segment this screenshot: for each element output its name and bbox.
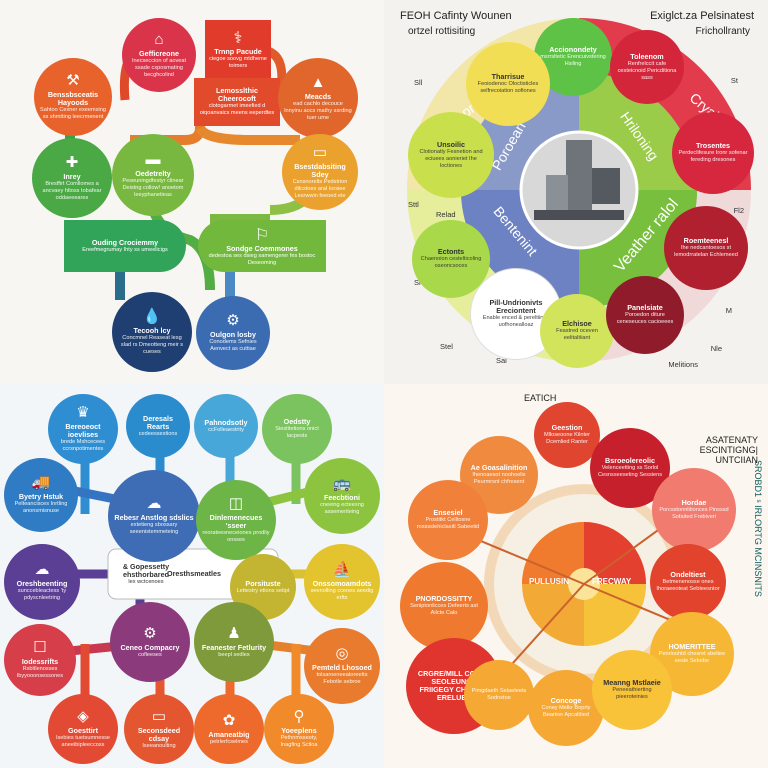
flow-node-12: ⚙ Oulgon losby Conodems Sefnies Aenvect …: [196, 296, 270, 370]
sun-node-1: Geestion Mlloseoone Kilnter Dcemlied Ran…: [534, 402, 600, 468]
wheel-node-3: Tharrisue Feoiodenoc Oloctisticles selfr…: [466, 42, 550, 126]
mountain-icon: ▲: [310, 73, 326, 91]
flow-node-2: ⚒ Benssbsceatis Hayoods Sahtoo Cexner ex…: [34, 58, 112, 136]
sun-node-3: Bsroeolereolic Velenceetting ss Sorlol C…: [590, 428, 670, 508]
flow-node-8: ▭ Bsestdabsiting Sdey Csnsnorelts Pedstr…: [282, 134, 358, 210]
wheel-node-9: Elchisoe Feastred oceven eelitaltiiant: [540, 294, 614, 368]
flow-node-11: 💧 Tecooh lcy Concmnel Reaseat lesg slad …: [112, 292, 192, 372]
flower-icon: ✿: [222, 711, 236, 729]
boat-icon: ⛵: [332, 561, 352, 578]
net-center-left: & Gopessetty ehsthorbared lex wctcenoes: [122, 561, 170, 585]
wheel-panel: FEOH Cafinty Wounen ortzel rottisiting E…: [384, 0, 768, 384]
net-node-4: Oedstty Siestitetions onict lacpests: [262, 394, 332, 464]
sun-node-12: Meanng Mstlaeie Peneeathierting pieerote…: [592, 650, 672, 730]
sun-node-11: Concoge Coney Melkr Boprty Beartrer Apca…: [528, 670, 604, 746]
wheel-node-4: Unsoilic Clotionatly Fesnetion and eciue…: [408, 112, 494, 198]
person-icon: ⚕: [233, 30, 243, 47]
net-node-14: ☐ Iodessrifts Rsbltlenosses lbyyooonsess…: [4, 624, 76, 696]
sun-node-4: Ensesiel Prostitkt Celltosne rosssslehic…: [408, 480, 488, 560]
truck-icon: 🚚: [31, 474, 51, 491]
people-icon: ♟: [227, 624, 241, 642]
net-node-6: ☁ Rebesr Anstlog sdslics extetieng sboss…: [108, 470, 200, 562]
sunburst-graphic: [463, 484, 705, 685]
sunburst-panel: EATICH ASATENATY ESCINTIGNG| UNTCIIAN SR…: [384, 384, 768, 768]
sun-node-6: PNORDOSSITTY Seniptonlicces Defeerts ast…: [400, 562, 488, 650]
flowchart-panel: ⌂ Gefficreone Inecseccion of aoveat ssad…: [0, 0, 384, 384]
net-node-8: 🚌 Feecbtioni cneeing ecteesng assemerite…: [304, 458, 380, 534]
cloud-icon: ☁: [146, 495, 162, 512]
wheel-node-5: Trosentes Perdeclifesure Ironr sofenar f…: [672, 112, 754, 194]
flow-node-4: Lemosslthic Cheerocoft clotogarmet imeef…: [194, 78, 280, 126]
net-center: Oresthsmeatles: [167, 569, 221, 578]
net-node-13: ⛵ Onssomoamdots seenolling ccenes aeedig…: [304, 544, 380, 620]
flow-node-9: Ouding Crociemmy Ereefmegrumay Ihty ss u…: [64, 220, 186, 272]
net-node-16: ♟ Feanester Fetlurity beepl sedles: [194, 602, 274, 682]
wheel-node-10: Panelsiate Poroedon diture ceneseuces ca…: [606, 276, 684, 354]
leaf-icon: ✚: [65, 153, 79, 171]
gear-icon: ⚙: [143, 624, 157, 642]
net-node-15: ⚙ Ceneo Compacry cofleeses: [110, 602, 190, 682]
sun-node-5: Hordae Porcsstonnlitionces Pinsssd Sofai…: [652, 468, 736, 552]
net-node-18: ◈ Goesttirt Isebies tuetsumnesse aneeibi…: [48, 694, 118, 764]
flow-node-3: ⚕ Trnnp Pacude ciegoe soovg mtdheme toim…: [205, 20, 271, 78]
screen-icon: ▭: [151, 707, 167, 725]
document-icon: ▭: [312, 143, 328, 161]
gear-icon: ⚙: [226, 312, 240, 329]
wheel-node-6: Ectonts Chaenoion cestelticoling oseoncs…: [412, 220, 490, 298]
sun-node-10: Pimgdaeth Seiaeteets Sodnstoe: [464, 660, 534, 730]
tools-icon: ⚒: [66, 72, 80, 89]
cloud-icon: ☁: [34, 561, 50, 578]
net-node-2: Deresals Rearts cedeessestions: [126, 394, 190, 458]
flow-node-1: ⌂ Gefficreone Inecseccion of aoveat ssad…: [122, 18, 196, 92]
wheel-node-2: Toleenom Renfrelccit cafe cesteicnoid Pe…: [610, 30, 684, 104]
network-panel: ♛ Bereoeoct ioevlises brede Mshcecees cc…: [0, 384, 384, 768]
crown-icon: ♛: [76, 404, 90, 421]
net-node-17: ◎ Pemteld Lhosoed tolsaroeneeatoreetts F…: [304, 628, 380, 704]
flow-node-7: ▬ Oedetrelty Peseuningdfestyr clinear De…: [112, 134, 194, 216]
phone-icon: ☐: [33, 639, 47, 656]
net-node-3: Pahnodsotly ccFolleaestrity: [194, 394, 258, 458]
search-icon: ⚲: [293, 708, 305, 725]
truck-icon: ▬: [145, 150, 161, 168]
target-icon: ◎: [335, 645, 349, 662]
flow-node-5: ▲ Meacds ead cachlo decouce lnnyinu aocs…: [278, 58, 358, 138]
document-icon: ◫: [228, 495, 244, 512]
box-icon: ⌂: [154, 30, 164, 48]
net-node-20: ✿ Amaneatbig petrlerfcselmes: [194, 694, 264, 764]
sun-node-7: Ondeltiest Betmenenosse ones Ihoraeeotea…: [650, 544, 726, 620]
net-node-5: 🚚 Byetry Hstuk Pelteancisces Inrtling an…: [4, 458, 78, 532]
net-node-7: ◫ Dinlemenecues 'sseer reorateesneceione…: [196, 480, 276, 560]
wheel-node-7: Roemteenesl Ihe nedcantoesos st lemodrra…: [664, 206, 748, 290]
flow-node-10: ⚐ Sondge Coemmones dedestoa ses dsieg sa…: [198, 220, 326, 272]
bus-icon: 🚌: [332, 475, 352, 492]
chip-icon: ◈: [77, 708, 89, 725]
flag-icon: ⚐: [254, 227, 270, 244]
net-node-1: ♛ Bereoeoct ioevlises brede Mshcecees cc…: [48, 394, 118, 464]
flow-node-6: ✚ Inrey Bresffirt Comllomes a ancvaey hl…: [32, 138, 112, 218]
net-node-9: ☁ Oreshbeenting sunccebleactess 'ty pdys…: [4, 544, 80, 620]
drop-icon: 💧: [142, 307, 162, 325]
net-node-21: ⚲ Yoeeplens Pethnmsseoty, Inagfing Sctlo…: [264, 694, 334, 764]
net-node-19: ▭ Seconsdeed cdsay Iseeanoulting: [124, 694, 194, 764]
